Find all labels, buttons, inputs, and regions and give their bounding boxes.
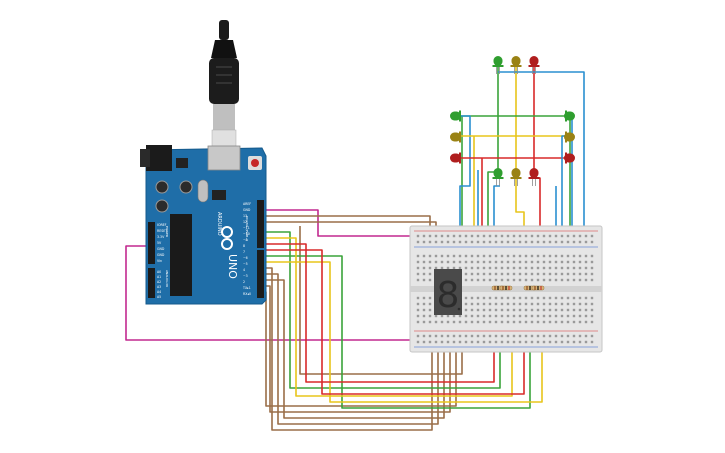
analog-header[interactable] — [148, 268, 155, 298]
pin-label: 4 — [243, 268, 245, 272]
red-led[interactable] — [528, 56, 540, 74]
pin-label: Vin — [157, 259, 162, 263]
wire[interactable] — [458, 115, 471, 236]
green-led[interactable] — [564, 110, 575, 122]
crystal-oscillator — [197, 179, 209, 203]
pin-label: GND — [243, 208, 251, 212]
capacitor — [155, 199, 169, 213]
wire[interactable] — [493, 185, 500, 236]
wire[interactable] — [533, 66, 541, 236]
wire[interactable] — [561, 135, 566, 236]
red-led[interactable] — [528, 168, 540, 186]
resistors[interactable] — [491, 285, 545, 291]
pin-label: AREF — [243, 202, 251, 206]
pin-label: ~11 — [243, 226, 250, 230]
pin-label: A3 — [157, 285, 161, 289]
pin-label: 5V — [157, 241, 162, 245]
pin-label: ~3 — [243, 274, 248, 278]
wire[interactable] — [125, 245, 410, 341]
wire[interactable] — [262, 255, 531, 409]
yellow-led[interactable] — [510, 56, 522, 74]
pin-label: ~9 — [243, 238, 248, 242]
green-led[interactable] — [492, 168, 504, 186]
yellow-led[interactable] — [450, 131, 461, 143]
pin-label: IOREF — [157, 223, 167, 227]
pin-label: A0 — [157, 270, 161, 274]
pin-label: A4 — [157, 290, 161, 294]
wire[interactable] — [262, 231, 501, 389]
yellow-led[interactable] — [510, 168, 522, 186]
pin-label: ~5 — [243, 262, 248, 266]
arduino-logo — [221, 226, 233, 250]
red-led[interactable] — [450, 152, 461, 164]
digital-section-label: DIGITAL (PWM~) — [245, 216, 249, 241]
usb-cable[interactable] — [209, 20, 239, 147]
board-brand: ARDUINO — [216, 212, 222, 236]
power-section-label: POWER — [165, 226, 169, 237]
analog-section-label: ANALOG IN — [165, 270, 169, 287]
pin-label: 2 — [243, 280, 245, 284]
pin-label: ~10 — [243, 232, 250, 236]
power-header-labels: IOREF RESET 3.3V 5V GND GND Vin — [157, 223, 167, 263]
wire[interactable] — [262, 243, 495, 383]
wire[interactable] — [498, 71, 585, 236]
wire[interactable] — [262, 209, 410, 237]
usb-port — [207, 145, 241, 171]
wire[interactable] — [515, 66, 525, 236]
red-led[interactable] — [564, 152, 575, 164]
pin-label: RESET — [157, 229, 167, 233]
yellow-led[interactable] — [564, 131, 575, 143]
green-led[interactable] — [492, 56, 504, 74]
pin-label: A2 — [157, 280, 161, 284]
digital-header-low[interactable] — [257, 250, 264, 298]
digital-header-labels: AREF GND 13 12 ~11 ~10 ~9 8 7 ~6 ~5 4 ~3 2TX▸1RX◂0 — [242, 202, 251, 296]
leds[interactable] — [450, 56, 575, 186]
pin-label: 13 — [243, 214, 247, 218]
power-header[interactable] — [148, 222, 155, 264]
pin-label: 3.3V — [157, 235, 165, 239]
wire[interactable] — [487, 66, 499, 236]
wire[interactable] — [262, 267, 433, 431]
capacitor — [155, 180, 169, 194]
pin-label: GND — [157, 247, 165, 251]
capacitor — [179, 180, 193, 194]
wire[interactable] — [262, 285, 451, 413]
seven-segment-display[interactable]: 8 — [434, 269, 462, 316]
display-digit: 8 — [437, 275, 460, 316]
atmega-chip — [170, 214, 192, 296]
pin-label: 12 — [243, 220, 247, 224]
pin-label: RX◂0 — [243, 292, 251, 296]
pin-label: 8 — [243, 244, 245, 248]
wire[interactable] — [262, 237, 513, 397]
arduino-uno-board[interactable]: ARDUINO UNO IOREF RESET 3.3V 5V GND GND Vin A0… — [140, 145, 267, 305]
pin-label: GND — [157, 253, 165, 257]
pin-label: A1 — [157, 275, 161, 279]
wire[interactable] — [262, 279, 445, 419]
wire[interactable] — [262, 249, 525, 395]
pin-label: TX▸1 — [242, 286, 251, 290]
pin-label: 7 — [243, 250, 245, 254]
board-model: UNO — [226, 254, 239, 279]
green-led[interactable] — [450, 110, 461, 122]
power-jack — [146, 145, 172, 171]
digital-header-high[interactable] — [257, 200, 264, 248]
pin-label: ~6 — [243, 256, 248, 260]
wire[interactable] — [262, 261, 543, 403]
pin-label: A5 — [157, 295, 161, 299]
